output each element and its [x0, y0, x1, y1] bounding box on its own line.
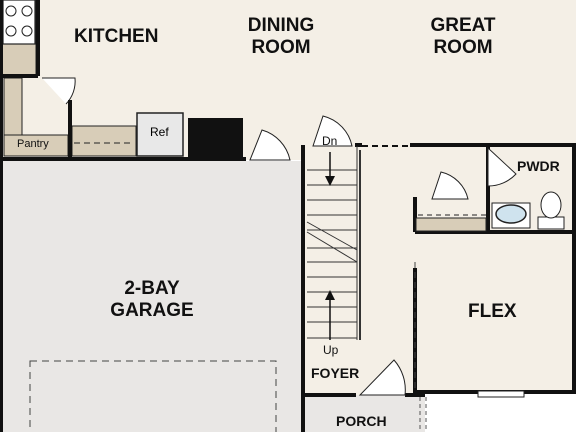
porch-label: PORCH — [336, 413, 387, 429]
great-room-label-line2: ROOM — [433, 37, 493, 58]
foyer-label: FOYER — [311, 365, 360, 381]
down-arrow-head — [325, 176, 335, 186]
toilet-bowl — [540, 191, 562, 219]
stairs — [307, 146, 361, 340]
stair-up-label: Up — [323, 343, 339, 357]
garage-label: 2-BAY GARAGE — [104, 278, 200, 322]
pwdr-label: PWDR — [517, 158, 560, 174]
stair-down-label: Dn — [322, 134, 338, 148]
garage-label-line1: 2-BAY — [124, 278, 180, 299]
refrigerator-label: Ref — [150, 125, 169, 139]
closet-door-swing — [431, 171, 469, 200]
pantry-label: Pantry — [17, 138, 49, 150]
window — [477, 390, 525, 398]
flex-label: FLEX — [468, 301, 517, 322]
kitchen-counter-run — [71, 125, 137, 157]
stove-burner — [5, 5, 17, 17]
front-door-swing — [358, 359, 406, 396]
toilet-tank — [537, 216, 565, 230]
dining-room-label-line2: ROOM — [251, 37, 311, 58]
garage-door-swing — [249, 129, 291, 161]
refrigerator — [136, 112, 184, 157]
dining-room-label: DINING ROOM — [236, 15, 326, 59]
great-room-label: GREAT ROOM — [418, 15, 508, 59]
kitchen-label: KITCHEN — [74, 26, 159, 47]
flex-floor — [415, 232, 576, 394]
sink — [495, 204, 527, 224]
closet-shelf — [415, 217, 487, 232]
dark-appliance — [188, 118, 243, 160]
up-arrow-head — [325, 290, 335, 300]
great-room-label-line1: GREAT — [430, 15, 496, 36]
porch-floor — [305, 395, 425, 432]
garage-floor — [2, 161, 303, 432]
dining-room-label-line1: DINING — [247, 15, 315, 36]
pantry-door-swing — [42, 77, 76, 105]
garage-label-line2: GARAGE — [110, 300, 194, 321]
stair-door-swing — [312, 115, 353, 147]
stove-burner — [21, 25, 33, 37]
stair-break — [306, 221, 358, 263]
stove-burner — [5, 25, 17, 37]
pwdr-door-swing — [487, 146, 517, 187]
stove-burner — [21, 5, 33, 17]
